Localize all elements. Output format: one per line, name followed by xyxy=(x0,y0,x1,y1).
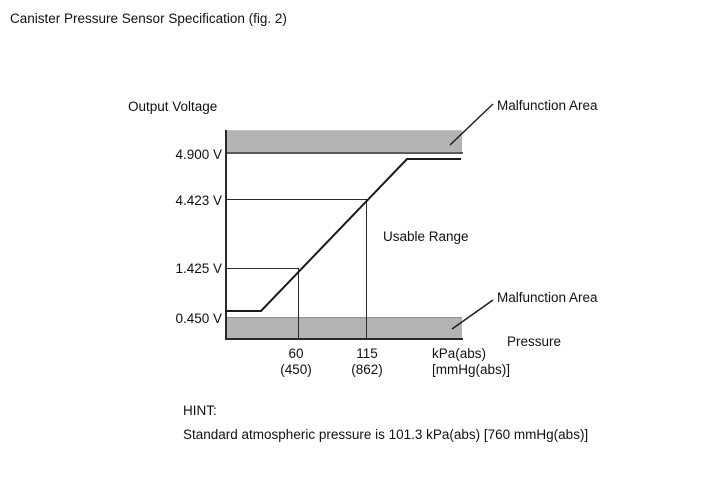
figure-title: Canister Pressure Sensor Specification (… xyxy=(10,11,287,26)
y-tick-0450v: 0.450 V xyxy=(175,311,222,326)
malfunction-area-label-top: Malfunction Area xyxy=(497,98,598,113)
x-tick-115kpa-value: 115 xyxy=(356,346,378,361)
x-tick-60kpa-value: 60 xyxy=(288,346,304,361)
x-tick-115kpa-mmhg: (862) xyxy=(351,362,383,377)
x-axis-line xyxy=(225,338,463,340)
drop-line-60kpa xyxy=(298,268,299,338)
y-axis-line xyxy=(225,130,227,340)
hint-heading: HINT: xyxy=(183,403,217,418)
malfunction-area-label-bottom: Malfunction Area xyxy=(497,290,598,305)
y-tick-4423v: 4.423 V xyxy=(175,193,222,208)
ref-line-1425v xyxy=(227,268,299,269)
x-tick-60kpa-mmhg: (450) xyxy=(280,362,312,377)
x-axis-units: kPa(abs) [mmHg(abs)] xyxy=(432,346,510,378)
max-voltage-line xyxy=(227,152,463,154)
drop-line-115kpa xyxy=(366,199,367,338)
ref-line-4423v xyxy=(227,199,367,200)
x-unit-kpa: kPa(abs) xyxy=(432,346,487,361)
malfunction-band-bottom xyxy=(227,317,462,339)
y-tick-1425v: 1.425 V xyxy=(175,261,222,276)
hint-body: Standard atmospheric pressure is 101.3 k… xyxy=(183,427,589,442)
x-axis-title: Pressure xyxy=(507,334,562,349)
usable-range-label: Usable Range xyxy=(383,229,469,244)
x-tick-115kpa: 115 (862) xyxy=(327,346,407,378)
y-axis-title: Output Voltage xyxy=(128,99,218,114)
x-tick-60kpa: 60 (450) xyxy=(256,346,336,378)
y-tick-4900v: 4.900 V xyxy=(175,147,222,162)
malfunction-band-top xyxy=(227,130,462,153)
x-unit-mmhg: [mmHg(abs)] xyxy=(432,362,511,377)
